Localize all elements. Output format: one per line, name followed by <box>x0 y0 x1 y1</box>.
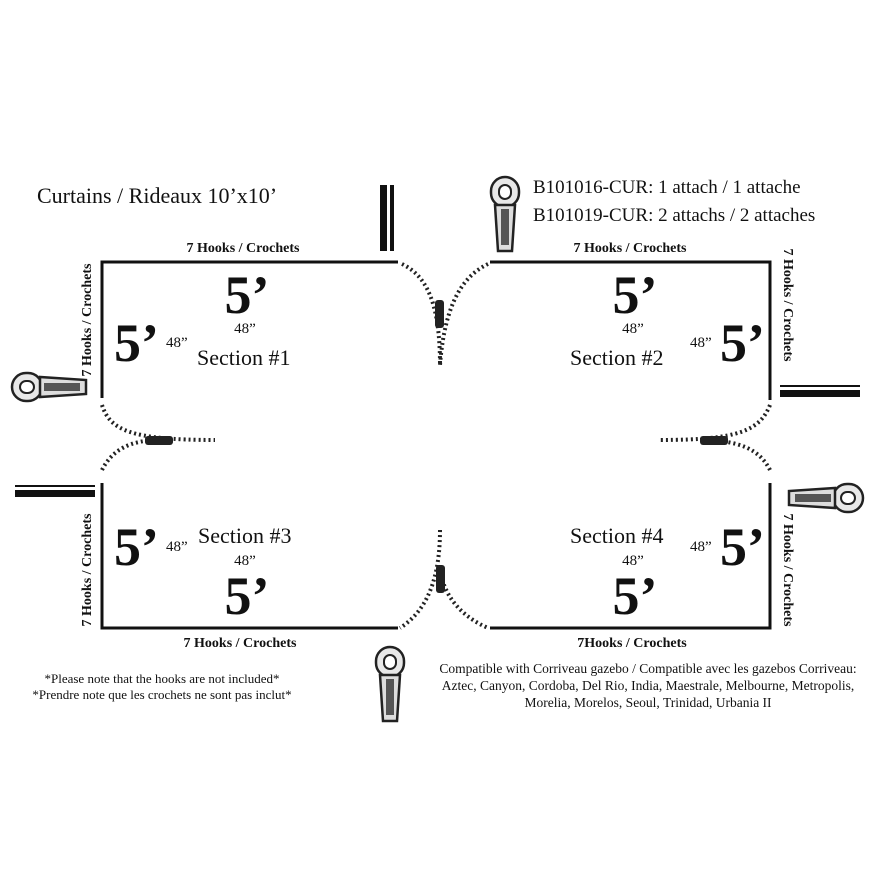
hooks-label-right-bottom: 7 Hooks / Crochets <box>780 513 795 627</box>
section-4-label: Section #4 <box>570 523 664 548</box>
dimension-height: 5’ <box>114 517 159 577</box>
compat-line: Aztec, Canyon, Cordoba, Del Rio, India, … <box>441 678 855 693</box>
diagram-title: Curtains / Rideaux 10’x10’ <box>37 183 278 208</box>
hooks-label-bottom-left: 7 Hooks / Crochets <box>183 636 297 651</box>
dimension-height: 5’ <box>720 313 765 373</box>
hooks-label-right-top: 7 Hooks / Crochets <box>780 248 795 362</box>
dimension-height: 5’ <box>720 517 765 577</box>
hooks-label-top-right: 7 Hooks / Crochets <box>573 241 687 256</box>
dimension-width: 5’ <box>612 566 658 626</box>
hooks-label-top-left: 7 Hooks / Crochets <box>186 241 300 256</box>
product-code-2: B101019-CUR: 2 attachs / 2 attaches <box>533 205 816 226</box>
compat-line: Morelia, Morelos, Seoul, Trinidad, Urban… <box>524 695 772 710</box>
hooks-label-bottom-right: 7Hooks / Crochets <box>577 636 687 651</box>
note-french: *Prendre note que les crochets ne sont p… <box>32 687 292 702</box>
dimension-inches: 48” <box>690 335 712 351</box>
section-1-label: Section #1 <box>197 345 291 370</box>
dimension-width: 5’ <box>224 265 270 325</box>
dimension-inches: 48” <box>690 539 712 555</box>
dimension-inches: 48” <box>166 539 188 555</box>
dimension-inches: 48” <box>166 335 188 351</box>
note-english: *Please note that the hooks are not incl… <box>44 671 280 686</box>
compatibility-list: Compatible with Corriveau gazebo / Compa… <box>439 660 856 711</box>
section-2-label: Section #2 <box>570 345 664 370</box>
dimension-width: 5’ <box>224 566 270 626</box>
zipper-pull-icons <box>10 175 865 723</box>
zipper-teeth-icons <box>15 185 860 497</box>
product-code-1: B101016-CUR: 1 attach / 1 attache <box>533 177 801 198</box>
compat-line: Compatible with Corriveau gazebo / Compa… <box>439 661 857 676</box>
dimension-inches: 48” <box>622 321 644 337</box>
hooks-label-left-bottom: 7 Hooks / Crochets <box>80 513 95 627</box>
zipper-sliders <box>145 300 728 593</box>
dimension-height: 5’ <box>114 313 159 373</box>
dimension-inches: 48” <box>234 553 256 569</box>
hooks-label-left-top: 7 Hooks / Crochets <box>80 263 95 377</box>
curtain-outlines <box>100 260 772 630</box>
dimension-inches: 48” <box>622 553 644 569</box>
section-3-label: Section #3 <box>198 523 292 548</box>
dimension-inches: 48” <box>234 321 256 337</box>
dimension-width: 5’ <box>612 265 658 325</box>
